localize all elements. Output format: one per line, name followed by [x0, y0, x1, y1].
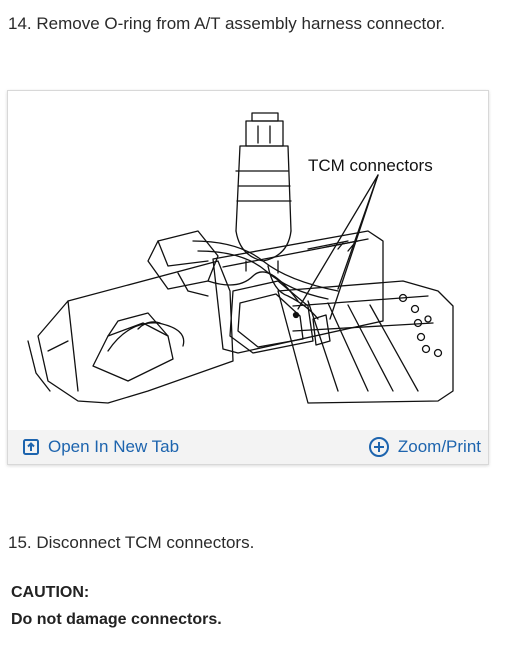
caution-text: Do not damage connectors.: [11, 611, 222, 628]
callout-label: TCM connectors: [308, 156, 433, 175]
step-14-text: 14. Remove O-ring from A/T assembly harn…: [8, 14, 446, 33]
open-in-new-tab-link[interactable]: Open In New Tab: [22, 437, 179, 457]
open-new-tab-icon: [22, 438, 40, 456]
figure-toolbar: Open In New Tab Zoom/Print: [8, 430, 488, 464]
open-in-new-tab-label: Open In New Tab: [48, 437, 180, 456]
transmission-diagram: TCM connectors: [27, 112, 454, 404]
step-15-text: 15. Disconnect TCM connectors.: [8, 533, 255, 552]
caution-heading: CAUTION:: [11, 584, 90, 601]
zoom-print-label: Zoom/Print: [397, 437, 481, 456]
figure-panel: TCM connectors Open In New Tab Zoom/Prin…: [7, 90, 489, 465]
zoom-print-link[interactable]: Zoom/Print: [368, 436, 481, 458]
zoom-plus-icon: [368, 436, 390, 458]
